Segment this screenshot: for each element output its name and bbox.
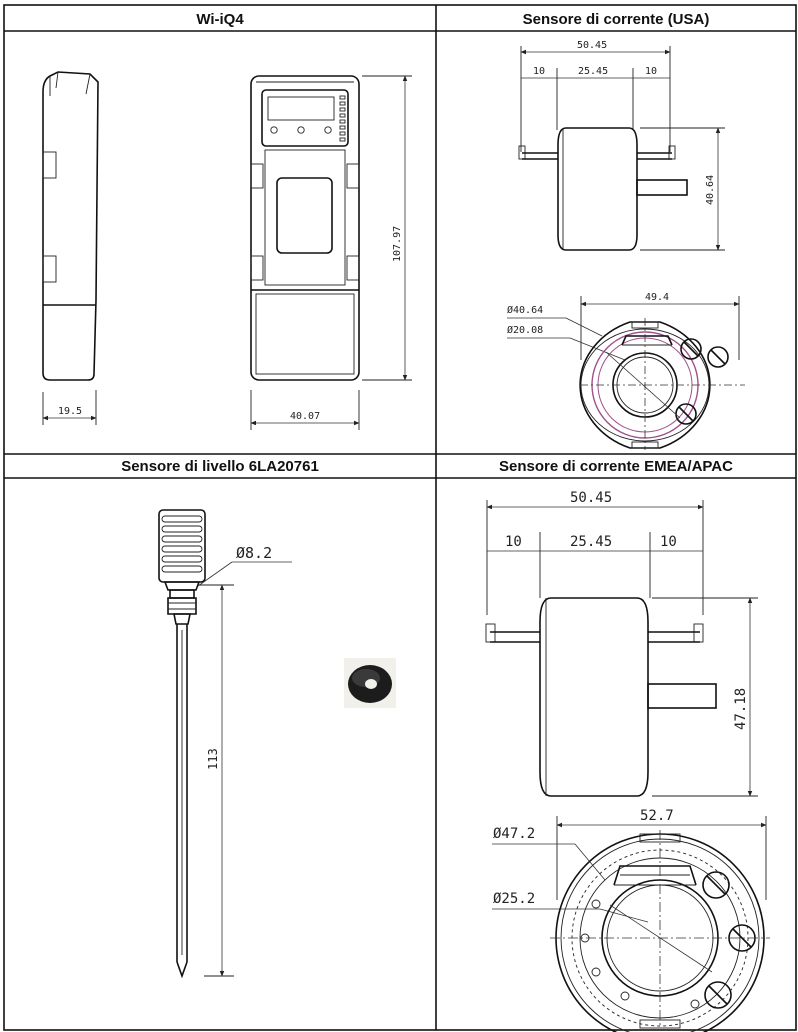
dim-emea-right: 10 (660, 534, 677, 550)
dim-usa-inner-dia: Ø20.08 (507, 324, 543, 336)
dim-wiiq4-depth: 19.5 (58, 406, 82, 417)
dim-usa-middle: 25.45 (578, 66, 608, 77)
current-emea-drawing: 50.45 10 25.45 10 47.18 52.7 Ø47.2 Ø25.2 (485, 490, 770, 1032)
dim-usa-total: 50.45 (577, 40, 607, 51)
dim-usa-outer-dia: Ø40.64 (507, 304, 543, 316)
dim-usa-left: 10 (533, 66, 545, 77)
dim-level-length: 113 (206, 748, 220, 770)
level-sensor-drawing: Ø8.2 113 (158, 509, 396, 979)
dim-wiiq4-height: 107.97 (392, 226, 403, 262)
led-column (339, 95, 346, 142)
grommet-image (344, 658, 396, 708)
dim-wiiq4-width: 40.07 (290, 411, 320, 422)
dim-emea-width: 52.7 (640, 808, 674, 824)
dim-emea-inner-dia: Ø25.2 (493, 891, 535, 907)
dim-emea-height: 47.18 (733, 688, 749, 730)
header-current-emea: Sensore di corrente EMEA/APAC (499, 458, 733, 475)
dim-emea-outer-dia: Ø47.2 (493, 826, 535, 842)
dim-usa-height: 40.64 (705, 175, 716, 205)
wiiq4-side-view: 19.5 (42, 71, 99, 425)
wiiq4-front-view (250, 75, 360, 381)
dim-usa-right: 10 (645, 66, 657, 77)
header-wiiq4: Wi-iQ4 (196, 11, 244, 28)
ring-holes (580, 899, 700, 1009)
dim-emea-middle: 25.45 (570, 534, 612, 550)
dim-usa-width: 49.4 (645, 292, 669, 303)
wiiq4-drawing: 19.5 (42, 71, 412, 430)
header-level-sensor: Sensore di livello 6LA20761 (121, 458, 319, 475)
level-sensor-head (158, 509, 206, 583)
dim-emea-left: 10 (505, 534, 522, 550)
dim-level-dia: Ø8.2 (236, 544, 272, 562)
current-usa-drawing: 50.45 10 25.45 10 40.64 49.4 Ø40.64 Ø20.… (507, 40, 745, 450)
dim-emea-total: 50.45 (570, 490, 612, 506)
panel-grid (3, 4, 797, 1031)
header-current-usa: Sensore di corrente (USA) (523, 11, 710, 28)
